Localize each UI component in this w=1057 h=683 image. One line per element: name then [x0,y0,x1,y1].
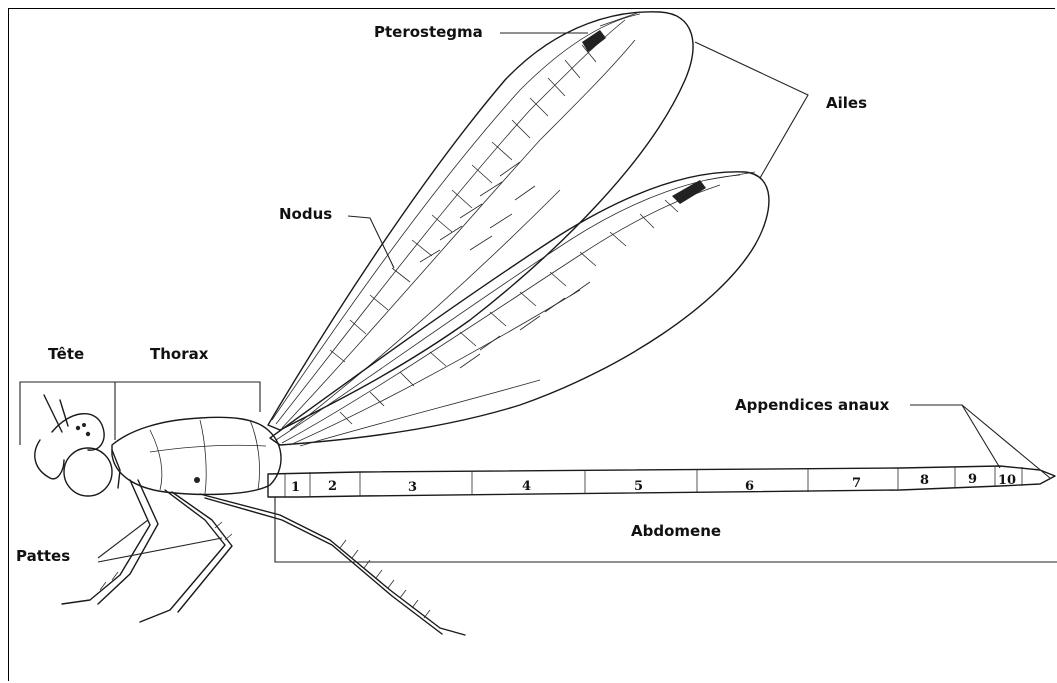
nodus-label: Nodus [279,207,332,222]
segment-number: 7 [852,476,861,491]
ailes-leader [695,42,808,178]
pterostegma-label: Pterostegma [374,25,483,40]
segment-number: 6 [745,479,754,494]
segment-number: 5 [634,479,643,494]
thorax [112,417,281,494]
abdomene-label: Abdomene [631,524,721,539]
segment-number: 3 [408,480,417,495]
appendices-anaux-label: Appendices anaux [735,398,889,413]
abdomen [268,466,1055,497]
appendices-leader-2 [962,405,1000,468]
ailes-label: Ailes [826,96,867,111]
pattes-label: Pattes [16,549,70,564]
thorax-label: Thorax [150,347,208,362]
segment-number: 4 [522,479,531,494]
hindwing [270,172,769,446]
tete-label: Tête [48,347,84,362]
tete-thorax-bracket [20,382,260,445]
pattes-leader-1 [98,520,148,558]
leader-lines [20,33,1057,562]
segment-number: 8 [920,473,929,488]
abdomen-segment-numbers: 1 2 3 4 5 6 7 8 9 10 [291,472,1016,495]
segment-number: 9 [968,472,977,487]
pattes-leader-2 [98,538,222,562]
segment-number: 2 [328,479,337,494]
head [35,395,120,496]
segment-number: 10 [998,473,1016,488]
segment-number: 1 [291,480,300,495]
